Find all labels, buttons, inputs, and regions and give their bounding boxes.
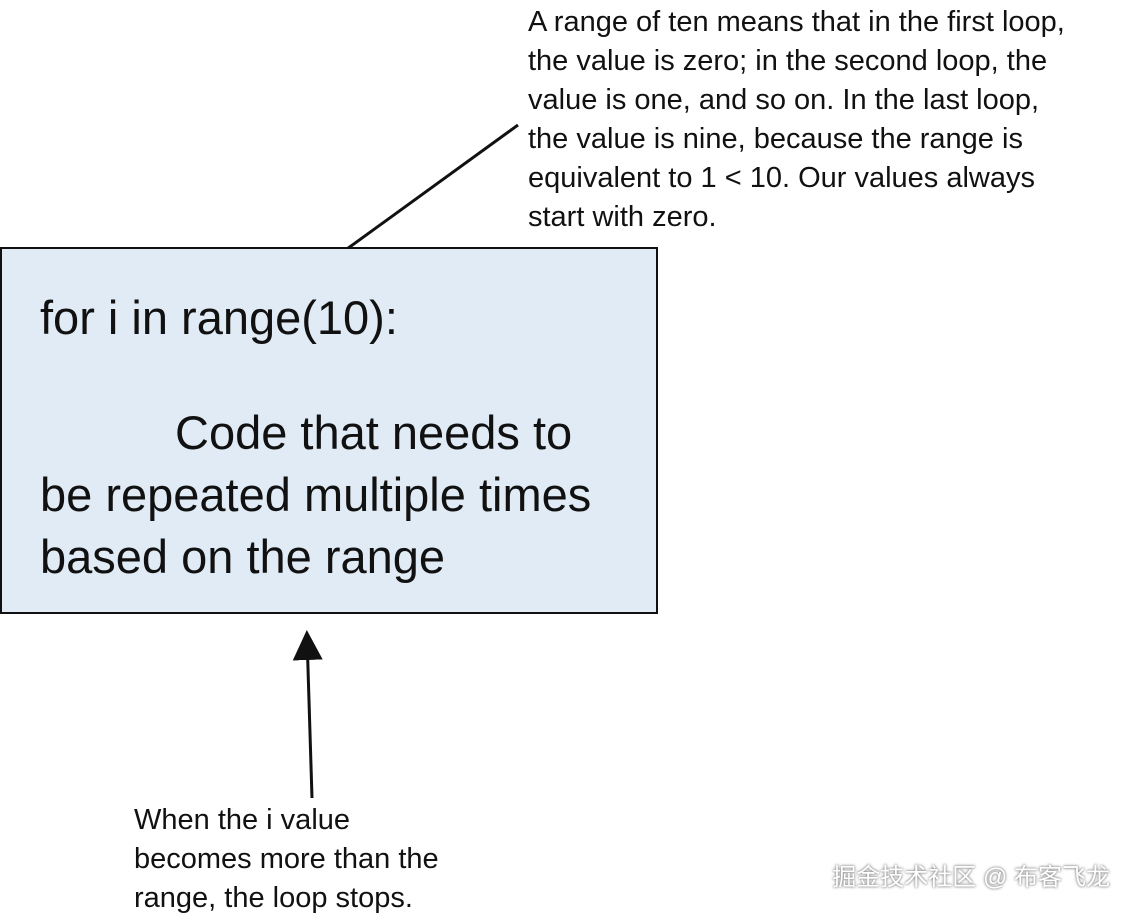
top-annotation-line: A range of ten means that in the first l… [528, 6, 1065, 38]
top-annotation-line: the value is zero; in the second loop, t… [528, 45, 1048, 77]
top-annotation-line: value is one, and so on. In the last loo… [528, 84, 1040, 116]
watermark: 掘金技术社区 @ 布客飞龙 [832, 864, 1110, 891]
code-body-line: based on the range [40, 530, 446, 583]
top-annotation-line: equivalent to 1 < 10. Our values always [528, 162, 1035, 194]
bottom-arrow [292, 630, 323, 799]
bottom-annotation-line: becomes more than the [134, 843, 439, 875]
top-annotation-line: start with zero. [528, 201, 717, 233]
bottom-annotation: When the i value becomes more than the r… [134, 801, 439, 918]
bottom-annotation-line: When the i value [134, 804, 351, 836]
code-line: for i in range(10): [40, 291, 398, 344]
code-box [0, 247, 658, 614]
bottom-annotation-line: range, the loop stops. [134, 882, 413, 914]
top-annotation: A range of ten means that in the first l… [528, 3, 1128, 237]
code-body-line: Code that needs to [175, 406, 573, 459]
top-annotation-line: the value is nine, because the range is [528, 123, 1023, 155]
code-body-text: Code that needs to be repeated multiple … [40, 402, 591, 588]
code-body-line: be repeated multiple times [40, 468, 592, 521]
